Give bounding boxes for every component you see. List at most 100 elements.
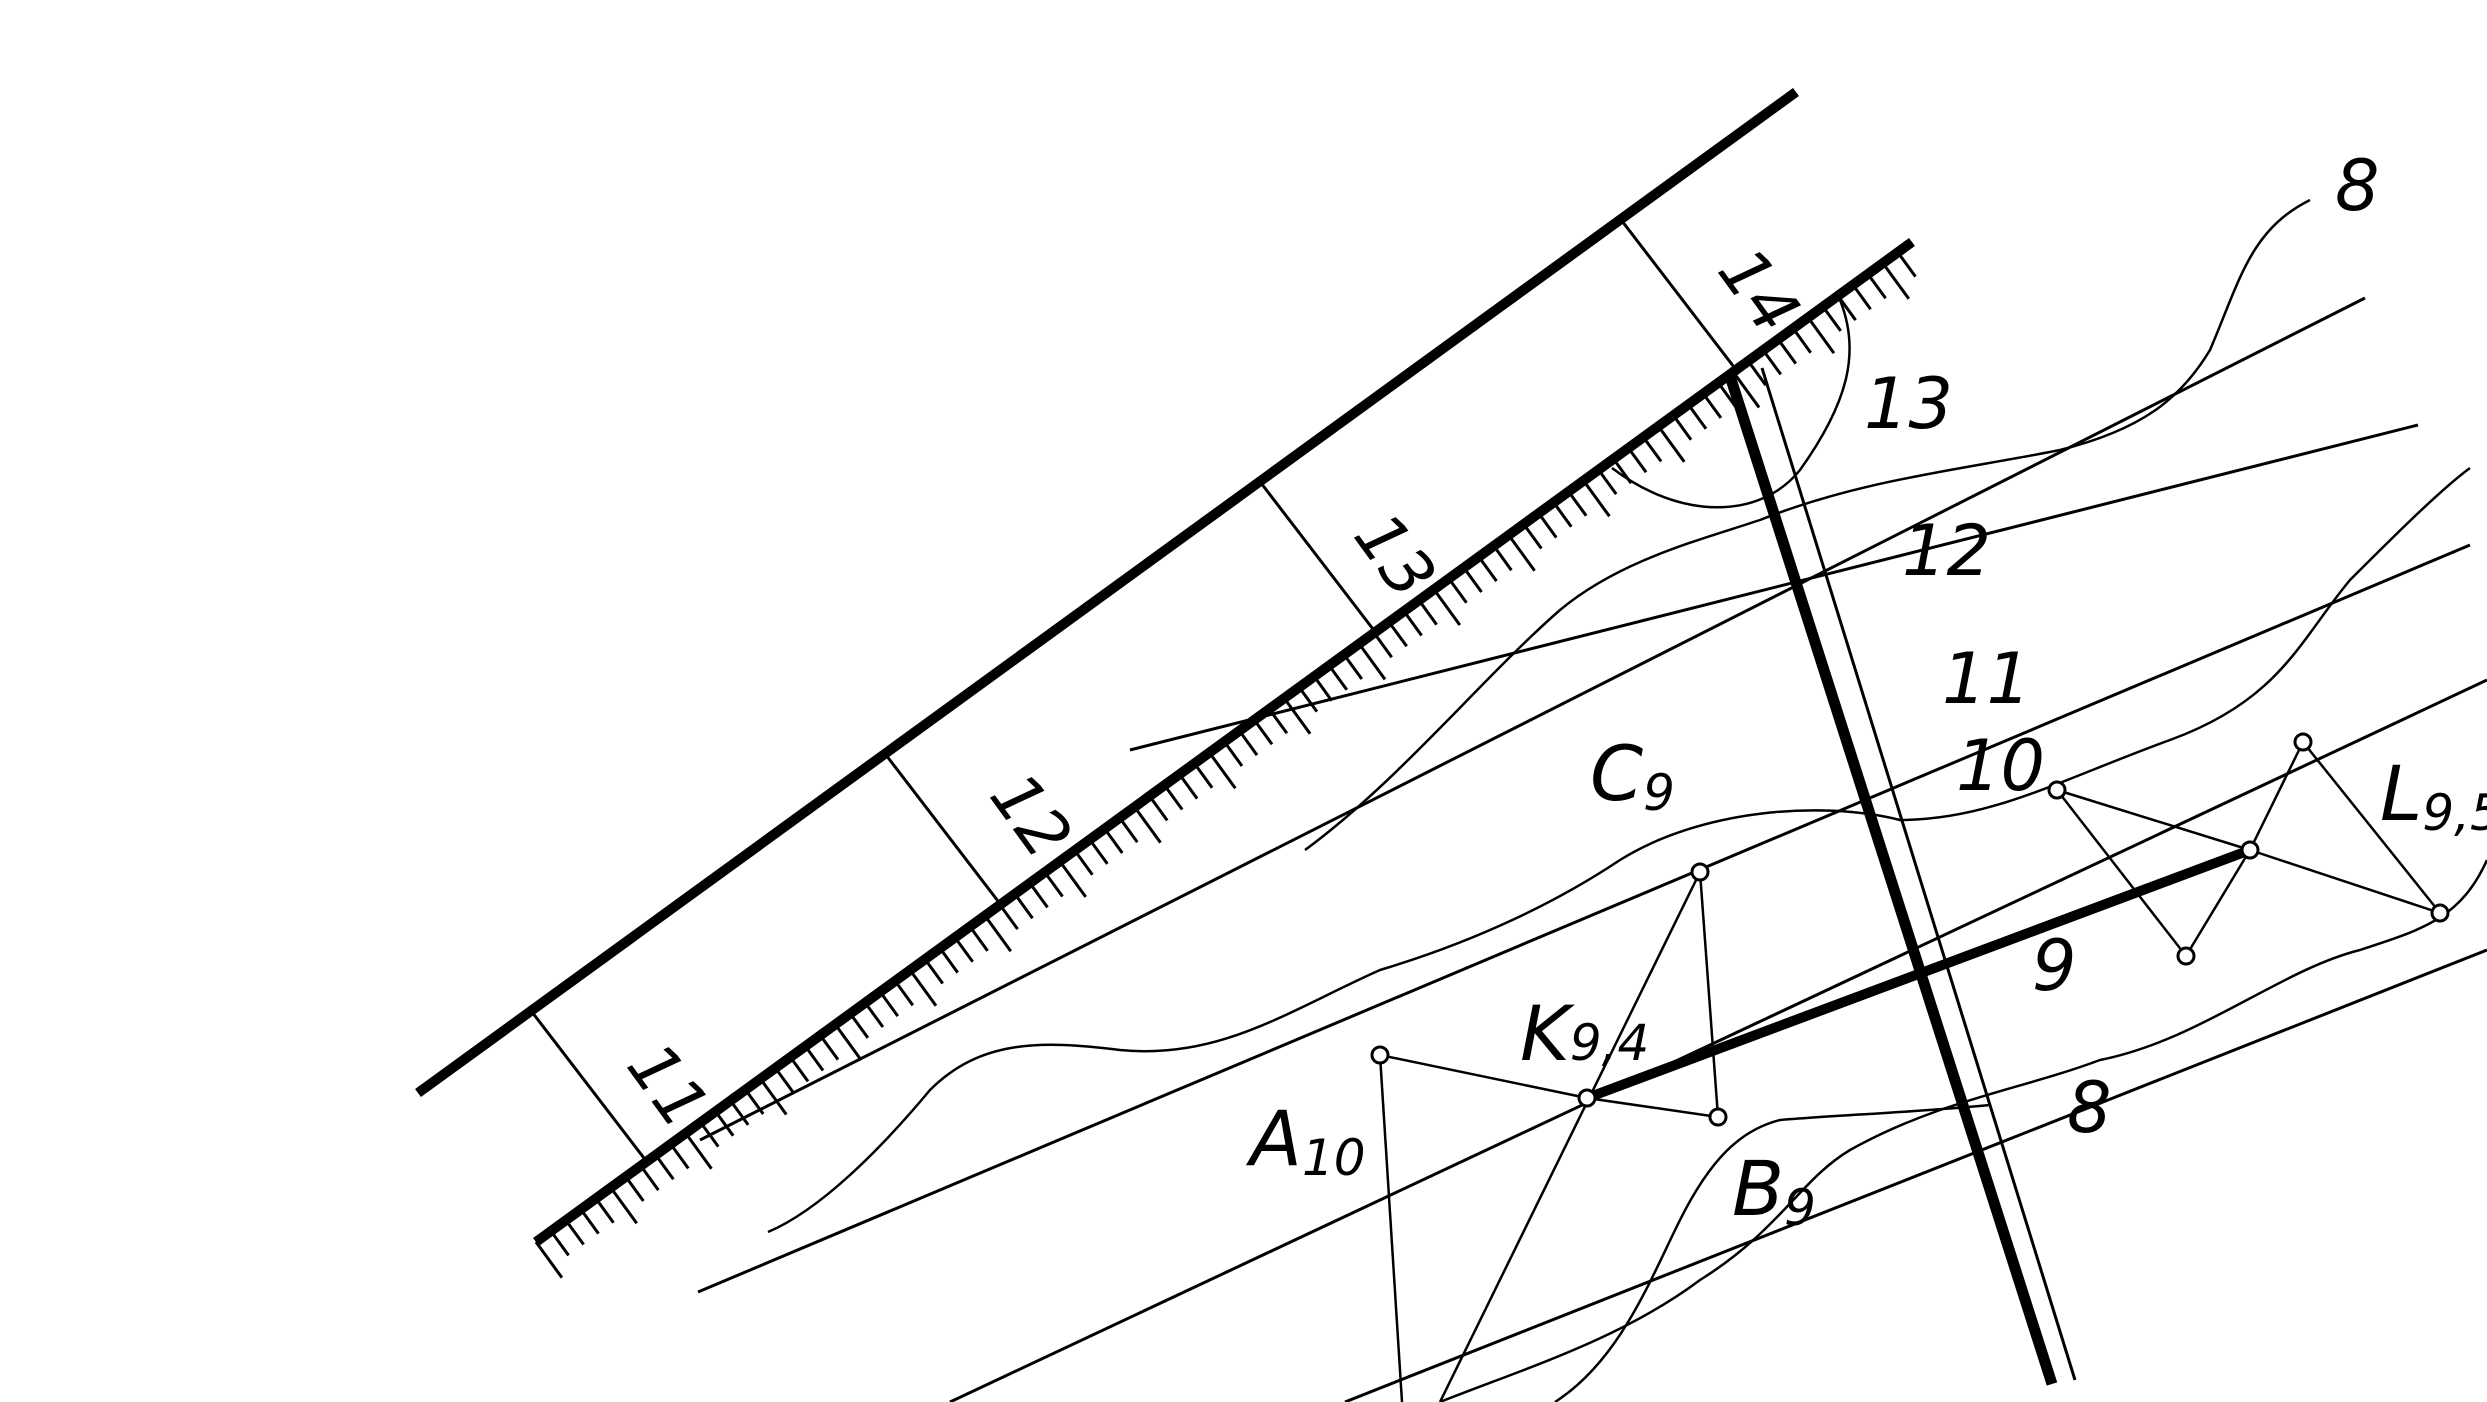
scale-tick <box>1776 338 1798 365</box>
scale-tick <box>594 1197 615 1224</box>
point-label-c: C9 <box>1590 729 1675 822</box>
point-label-l-sub: 9,5 <box>2422 784 2487 842</box>
scale-tick <box>624 1175 645 1202</box>
scale-tick <box>1642 436 1663 463</box>
scale-tick <box>968 925 989 952</box>
slope-scale <box>415 87 1917 1279</box>
line-a-k <box>1379 1053 1588 1100</box>
scale-tick <box>1627 447 1648 474</box>
scale-tick <box>863 1001 885 1028</box>
point-label-k-sub: 9,4 <box>1570 1014 1650 1072</box>
terrain-contour-11 <box>767 466 2471 1234</box>
plane-line-11 <box>697 543 2471 1294</box>
scale-label-11: 11 <box>612 1029 724 1142</box>
scale-tick <box>819 1034 840 1061</box>
line-mid-p4 <box>2249 848 2441 915</box>
terrain-contour-13 <box>1611 299 1851 509</box>
contour-label-10: 10 <box>1956 725 2045 807</box>
scale-tick <box>953 936 974 963</box>
point-p3 <box>2293 732 2313 752</box>
scale-division-12 <box>884 754 1003 906</box>
scale-tick <box>1567 490 1588 517</box>
scale-tick <box>714 1110 735 1137</box>
scale-tick <box>923 958 944 985</box>
line-p2-mid <box>2184 849 2252 957</box>
scale-tick <box>1013 893 1034 920</box>
scale-tick <box>1507 534 1536 572</box>
scale-division-13 <box>1259 482 1378 634</box>
scale-tick <box>1806 316 1836 354</box>
point-label-k: K9,4 <box>1520 989 1649 1078</box>
contour-label-9: 9 <box>2032 925 2077 1007</box>
line-a-down <box>1378 1054 1404 1402</box>
scale-tick <box>654 1154 675 1181</box>
scale-tick <box>789 1056 810 1083</box>
scale-tick <box>1028 882 1049 909</box>
scale-tick <box>1103 827 1124 854</box>
scale-tick <box>1552 501 1573 528</box>
scale-tick <box>1208 751 1237 790</box>
plane-line-12 <box>1129 423 2419 752</box>
scale-tick <box>1312 675 1334 702</box>
scale-tick <box>1417 599 1438 626</box>
scale-tick <box>1193 762 1214 789</box>
scale-tick <box>1851 284 1872 311</box>
line-p1-p2 <box>2056 789 2187 957</box>
scale-tick <box>1702 392 1723 419</box>
scale-tick <box>1866 273 1887 300</box>
scale-outer-line <box>415 87 1799 1098</box>
contour-label-8-upper: 8 <box>2335 145 2380 227</box>
plane-line-9 <box>1344 948 2487 1402</box>
point-c <box>1690 862 1710 882</box>
scale-tick <box>1761 349 1783 376</box>
scale-tick <box>1657 425 1686 463</box>
scale-tick <box>1746 360 1768 387</box>
scale-tick <box>893 980 915 1007</box>
scale-tick <box>579 1208 600 1235</box>
point-label-b-name: B <box>1732 1144 1784 1233</box>
scale-tick <box>1238 729 1259 756</box>
scale-tick <box>1821 305 1842 332</box>
point-mid <box>2240 840 2260 860</box>
point-label-a: A10 <box>1245 1094 1366 1187</box>
scale-tick <box>1731 371 1761 409</box>
line-c-b <box>1698 871 1720 1118</box>
scale-tick <box>729 1099 750 1126</box>
terrain-contours <box>767 198 2487 1402</box>
scale-tick <box>1462 566 1483 593</box>
scale-tick <box>1881 262 1911 300</box>
scale-tick <box>1447 577 1468 604</box>
scale-tick <box>1582 479 1611 518</box>
terrain-contour-12 <box>1304 198 2311 852</box>
scale-tick <box>684 1132 713 1170</box>
point-label-c-sub: 9 <box>1643 764 1675 822</box>
scale-tick <box>639 1165 660 1191</box>
point-p1 <box>2047 780 2067 800</box>
contour-label-11: 11 <box>1942 638 2031 720</box>
scale-tick <box>564 1219 585 1246</box>
slope-line <box>1724 367 2077 1386</box>
scale-tick <box>1687 403 1708 430</box>
point-label-l-name: L <box>2380 749 2422 838</box>
terrain-contour-10 <box>1439 859 2487 1402</box>
scale-tick <box>878 991 900 1017</box>
point-a <box>1370 1045 1390 1065</box>
point-k <box>1577 1088 1597 1108</box>
scale-tick <box>609 1186 638 1225</box>
scale-tick <box>998 903 1019 930</box>
scale-division-11 <box>530 1011 649 1163</box>
scale-tick <box>1372 632 1393 659</box>
slope-line-bold <box>1724 374 2058 1386</box>
point-label-l: L9,5 <box>2380 749 2487 842</box>
terrain-contour-9 <box>1554 1103 1991 1402</box>
slope-line-thin <box>1760 367 2077 1381</box>
contour-label-12: 12 <box>1902 510 1991 592</box>
point-label-c-name: C <box>1590 729 1643 818</box>
scale-tick <box>1058 860 1087 898</box>
scale-tick <box>1492 545 1513 572</box>
scale-tick <box>908 969 938 1007</box>
scale-tick <box>849 1012 870 1039</box>
point-label-a-name: A <box>1245 1094 1302 1183</box>
scale-tick <box>1836 294 1857 321</box>
